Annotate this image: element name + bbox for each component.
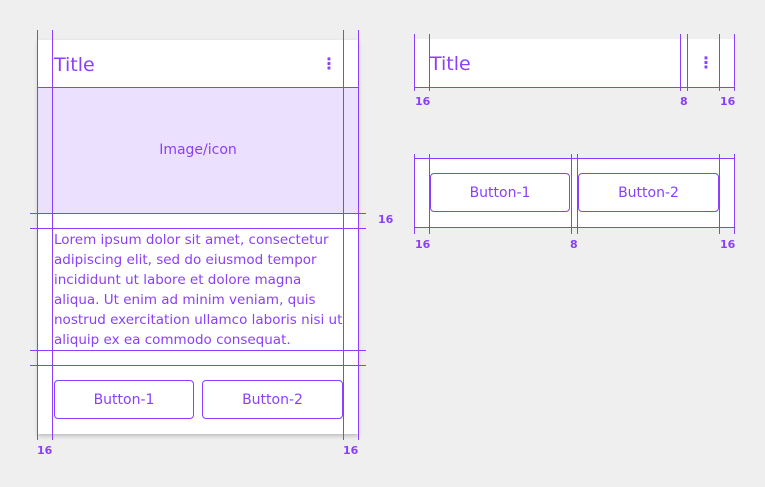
guide-media-bottom	[30, 213, 366, 214]
spec-card-gap: 16	[378, 213, 394, 226]
guide-header-mid-a	[680, 34, 681, 91]
guide-card-left-inner	[52, 30, 53, 440]
guide-buttons-right-inner	[719, 154, 720, 234]
guide-card-right-outer	[358, 30, 359, 440]
more-vertical-icon[interactable]: ⋮	[321, 54, 337, 73]
header-detail-bar	[415, 39, 735, 87]
spec-header-mid: 8	[680, 95, 688, 108]
spec-header-left: 16	[415, 95, 431, 108]
spec-buttons-right: 16	[720, 238, 736, 251]
guide-buttons-mid-b	[577, 154, 578, 234]
guide-buttons-left-inner	[429, 154, 430, 234]
buttons-detail-button-2[interactable]: Button-2	[578, 173, 719, 212]
guide-buttons-bottom	[414, 227, 735, 228]
guide-header-right-outer	[734, 34, 735, 91]
card-title: Title	[54, 54, 95, 76]
guide-card-left-outer	[37, 30, 38, 440]
guide-buttons-top	[414, 158, 735, 159]
buttons-detail-button-1[interactable]: Button-1	[430, 173, 570, 212]
guide-header-left-inner	[429, 34, 430, 91]
guide-text-bottom	[30, 350, 366, 351]
guide-card-right-inner	[343, 30, 344, 440]
card-button-2[interactable]: Button-2	[202, 380, 343, 419]
guide-actions-top	[30, 365, 366, 366]
media-label: Image/icon	[159, 142, 237, 158]
spec-buttons-mid: 8	[570, 238, 578, 251]
guide-buttons-right-outer	[734, 154, 735, 234]
card-button-1[interactable]: Button-1	[54, 380, 194, 419]
guide-buttons-mid-a	[571, 154, 572, 234]
card-body-text: Lorem ipsum dolor sit amet, consectetur …	[54, 232, 343, 348]
header-detail-more-icon[interactable]: ⋮	[698, 53, 714, 72]
guide-header-right-inner	[719, 34, 720, 91]
spec-card-right: 16	[343, 444, 359, 457]
spec-card-left: 16	[37, 444, 53, 457]
guide-card-header-bottom	[37, 87, 359, 88]
spec-buttons-left: 16	[415, 238, 431, 251]
guide-header-left-outer	[414, 34, 415, 91]
card-media: Image/icon	[38, 87, 358, 213]
guide-buttons-left-outer	[414, 154, 415, 234]
header-detail-title: Title	[430, 53, 471, 75]
spec-header-right: 16	[720, 95, 736, 108]
guide-header-bottom	[414, 87, 735, 88]
guide-text-top	[30, 228, 366, 229]
guide-header-mid-b	[687, 34, 688, 91]
